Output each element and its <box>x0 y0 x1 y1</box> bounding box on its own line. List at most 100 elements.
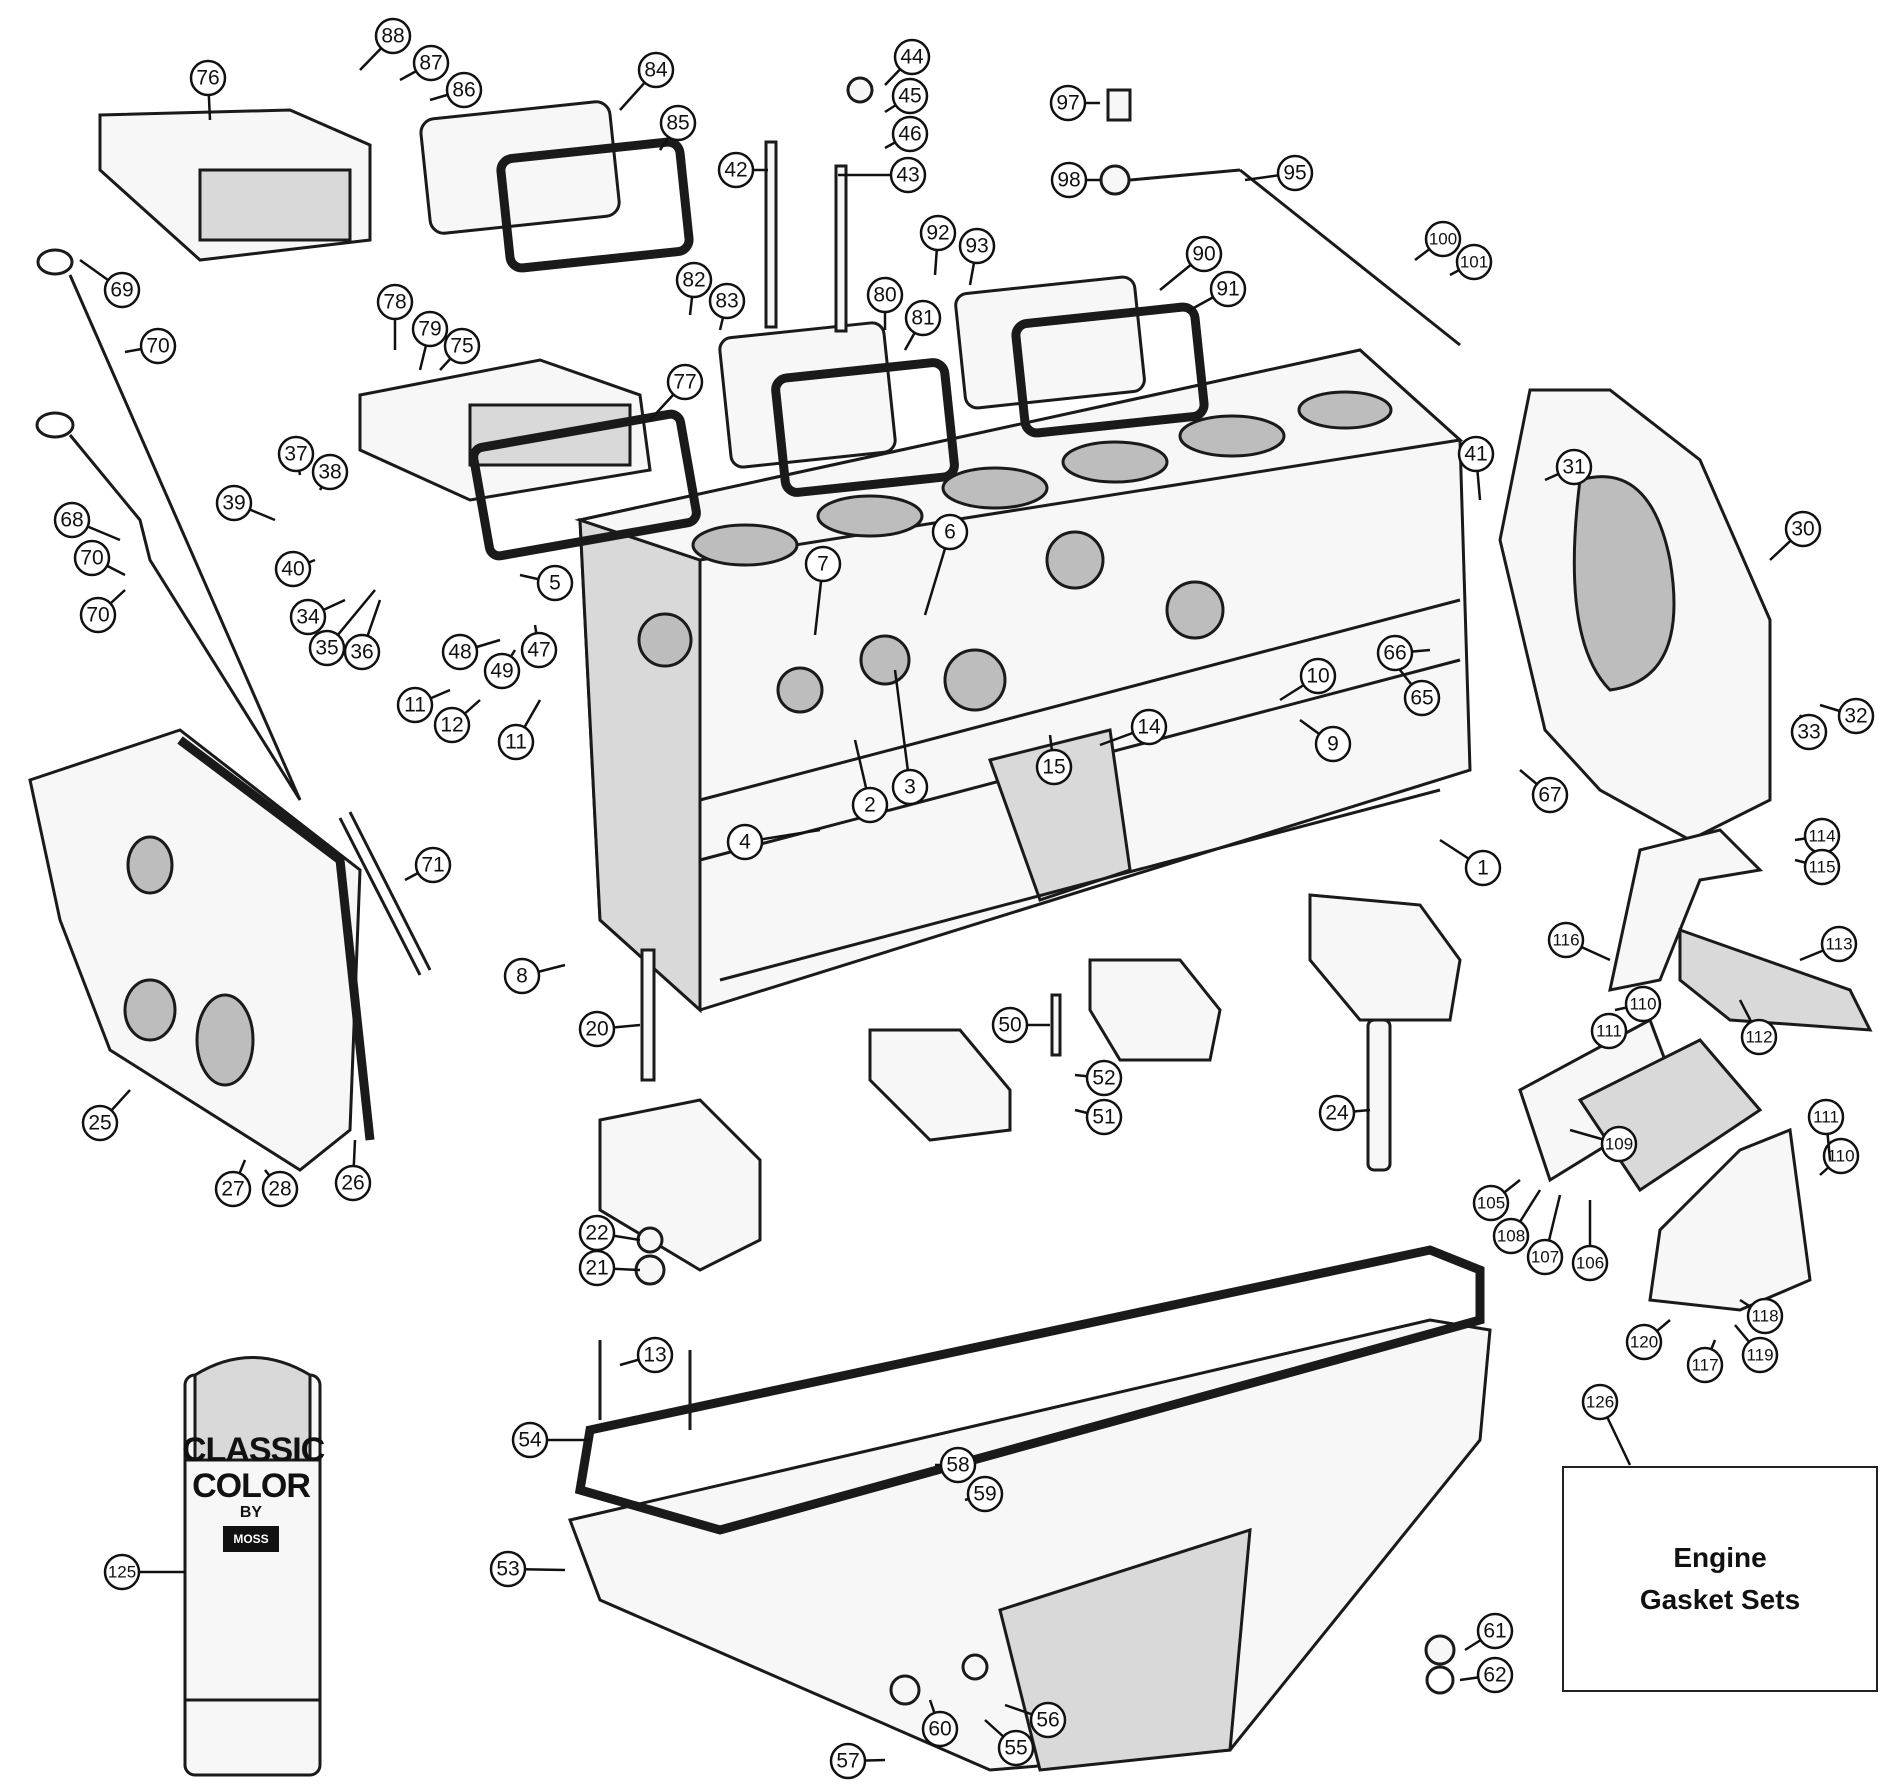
callout-92: 92 <box>919 214 957 276</box>
callout-number-101: 101 <box>1460 253 1488 272</box>
callout-number-10: 10 <box>1306 665 1329 688</box>
callout-circle-53 <box>489 1550 527 1588</box>
callout-circle-44 <box>893 38 931 76</box>
callout-55: 55 <box>984 1719 1035 1767</box>
callout-circle-85 <box>659 104 697 142</box>
callout-circle-95 <box>1276 154 1314 192</box>
callout-90: 90 <box>1159 235 1223 291</box>
callout-circle-41 <box>1457 435 1495 473</box>
callout-number-45: 45 <box>898 85 921 108</box>
callout-circle-10 <box>1299 657 1337 695</box>
paint-can-maker-logo: MOSS <box>223 1526 279 1552</box>
callout-circle-4 <box>726 823 764 861</box>
callout-84: 84 <box>619 51 675 111</box>
callout-circle-25 <box>81 1104 119 1142</box>
callout-81: 81 <box>903 299 942 351</box>
callout-circle-83 <box>708 282 746 320</box>
callout-30: 30 <box>1769 510 1822 561</box>
callout-circle-27 <box>214 1170 252 1208</box>
callout-number-51: 51 <box>1092 1106 1115 1129</box>
callout-number-84: 84 <box>644 59 668 82</box>
callout-10: 10 <box>1279 657 1337 702</box>
callout-2: 2 <box>851 739 889 824</box>
callout-circle-70 <box>139 327 177 365</box>
callout-number-70: 70 <box>80 547 103 570</box>
callout-number-44: 44 <box>900 46 924 69</box>
callout-number-110: 110 <box>1827 1147 1854 1166</box>
callout-circle-12 <box>433 706 471 744</box>
callout-circle-90 <box>1185 235 1223 273</box>
callout-116: 116 <box>1547 921 1611 962</box>
callout-circle-77 <box>666 363 704 401</box>
callout-11: 11 <box>396 686 451 724</box>
callout-circle-15 <box>1035 748 1073 786</box>
callout-105: 105 <box>1472 1179 1521 1222</box>
callout-number-47: 47 <box>527 639 550 662</box>
callout-number-65: 65 <box>1410 687 1433 710</box>
callout-number-41: 41 <box>1464 443 1487 466</box>
callout-circle-39 <box>215 484 253 522</box>
callout-number-112: 112 <box>1745 1028 1772 1047</box>
callout-number-115: 115 <box>1808 858 1835 877</box>
callout-125: 125 <box>103 1553 185 1591</box>
callout-67: 67 <box>1519 769 1569 814</box>
callout-circle-117 <box>1686 1346 1724 1384</box>
callout-number-21: 21 <box>585 1257 608 1280</box>
callout-75: 75 <box>439 327 481 371</box>
callout-circle-120 <box>1625 1323 1663 1361</box>
callout-circle-56 <box>1029 1701 1067 1739</box>
callout-58: 58 <box>935 1446 977 1484</box>
callout-circle-100 <box>1424 220 1462 258</box>
small-fittings <box>634 76 1461 1706</box>
callout-circle-33 <box>1790 713 1828 751</box>
callout-1: 1 <box>1439 838 1502 887</box>
callout-32: 32 <box>1819 697 1875 735</box>
main-bearing-caps <box>598 893 1462 1272</box>
callout-38: 38 <box>311 453 349 491</box>
callout-number-80: 80 <box>873 284 896 307</box>
callout-circle-126 <box>1581 1383 1619 1421</box>
callout-circle-47 <box>520 631 558 669</box>
callout-8: 8 <box>503 957 566 995</box>
callout-circle-57 <box>829 1742 867 1780</box>
callout-number-56: 56 <box>1036 1709 1059 1732</box>
callout-71: 71 <box>404 846 452 884</box>
callout-110: 110 <box>1614 985 1662 1023</box>
callout-41: 41 <box>1457 435 1495 501</box>
callout-number-97: 97 <box>1056 92 1079 115</box>
callout-11: 11 <box>497 699 542 761</box>
callout-number-59: 59 <box>973 1483 996 1506</box>
callout-107: 107 <box>1526 1194 1564 1276</box>
callout-number-53: 53 <box>496 1558 519 1581</box>
callout-number-91: 91 <box>1216 278 1239 301</box>
callout-80: 80 <box>866 276 904 330</box>
callout-number-6: 6 <box>944 521 956 544</box>
callout-number-30: 30 <box>1791 518 1814 541</box>
callout-3: 3 <box>891 669 929 806</box>
callout-85: 85 <box>658 104 697 151</box>
callout-circle-31 <box>1555 448 1593 486</box>
callout-number-22: 22 <box>585 1222 608 1245</box>
callout-number-24: 24 <box>1325 1102 1349 1125</box>
callout-circle-42 <box>717 151 755 189</box>
callout-circle-11 <box>396 686 434 724</box>
callout-number-83: 83 <box>715 290 738 313</box>
callout-number-118: 118 <box>1751 1307 1778 1326</box>
callout-number-36: 36 <box>350 641 373 664</box>
callout-number-46: 46 <box>898 123 921 146</box>
callout-number-4: 4 <box>739 831 751 854</box>
callout-number-111: 111 <box>1596 1022 1622 1041</box>
callout-110: 110 <box>1819 1137 1860 1176</box>
dipsticks <box>35 248 432 976</box>
callout-57: 57 <box>829 1742 886 1780</box>
callout-56: 56 <box>1004 1701 1067 1739</box>
callout-circle-36 <box>343 633 381 671</box>
callout-number-70: 70 <box>86 604 109 627</box>
callout-circle-111 <box>1590 1012 1628 1050</box>
callout-number-58: 58 <box>946 1454 969 1477</box>
callout-circle-109 <box>1600 1125 1638 1163</box>
callout-circle-7 <box>804 545 842 583</box>
callout-circle-69 <box>103 271 141 309</box>
callout-78: 78 <box>376 283 414 350</box>
